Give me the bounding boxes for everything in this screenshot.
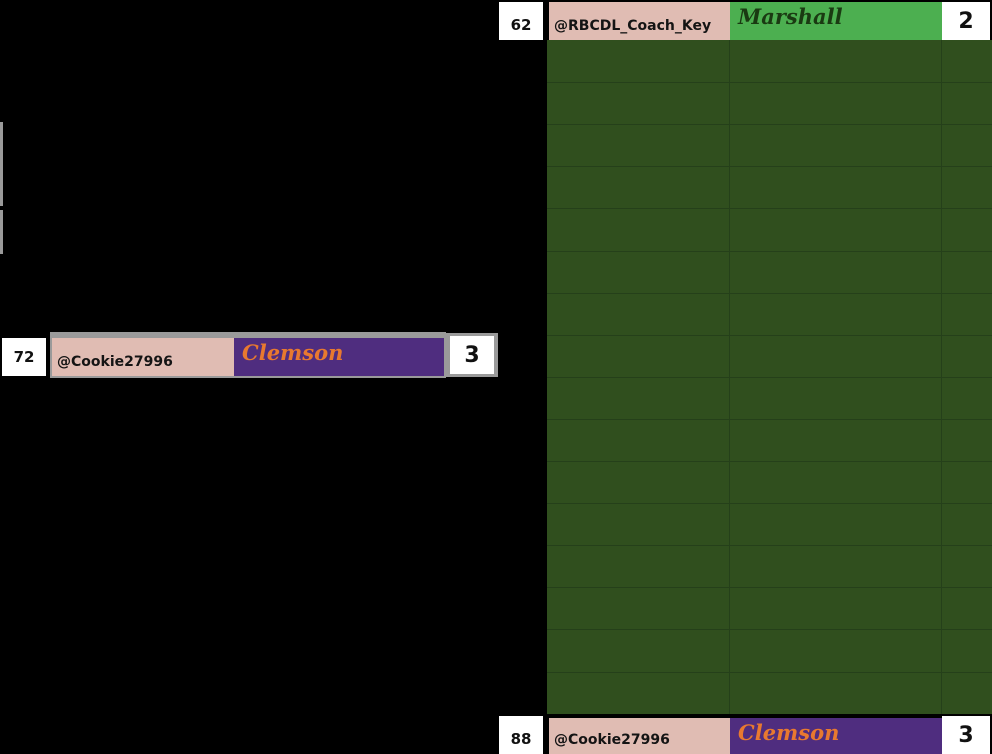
grid-row-line: [547, 587, 992, 588]
grid-row-line: [547, 208, 992, 209]
bracket-stub-upper: [0, 122, 3, 206]
grid-row-line: [547, 545, 992, 546]
seed-number: 62: [499, 2, 543, 40]
coach-name: @RBCDL_Coach_Key: [549, 2, 730, 40]
bracket-stub-lower: [0, 210, 3, 254]
coach-name: @Cookie27996: [549, 718, 730, 754]
grid-row-line: [547, 461, 992, 462]
team-name: Marshall: [730, 2, 942, 40]
grid-row-line: [547, 335, 992, 336]
team-name: Clemson: [730, 718, 942, 754]
grid-row-line: [547, 672, 992, 673]
score-box: 3: [450, 336, 494, 374]
seed-number: 72: [2, 338, 46, 376]
grid-row-line: [547, 166, 992, 167]
grid-row-line: [547, 251, 992, 252]
grid-row-line: [547, 419, 992, 420]
score-box: 2: [942, 2, 990, 40]
bracket-grid-panel: [547, 40, 992, 714]
team-name: Clemson: [234, 338, 444, 376]
grid-row-line: [547, 124, 992, 125]
grid-column-line: [941, 40, 942, 714]
grid-row-line: [547, 82, 992, 83]
grid-row-line: [547, 293, 992, 294]
grid-row-line: [547, 503, 992, 504]
seed-number: 88: [499, 716, 543, 754]
grid-row-line: [547, 629, 992, 630]
grid-row-line: [547, 377, 992, 378]
coach-name: @Cookie27996: [52, 338, 234, 376]
score-box: 3: [942, 716, 990, 754]
grid-column-line: [729, 40, 730, 714]
